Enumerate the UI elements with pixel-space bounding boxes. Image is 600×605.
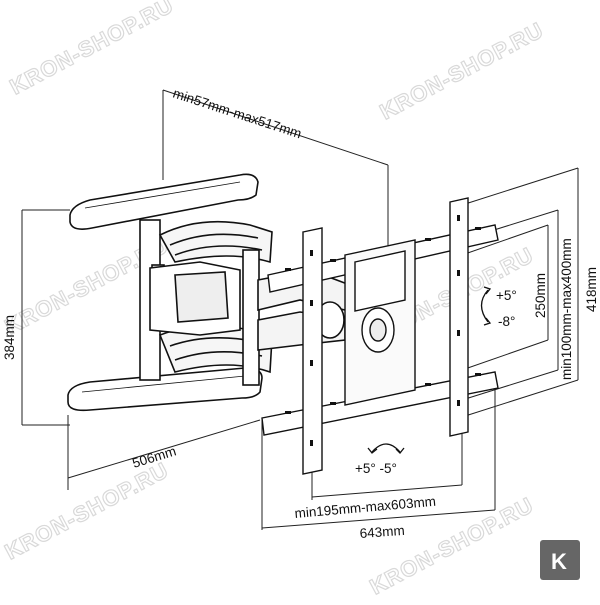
bar-hole (310, 360, 313, 366)
tilt-arrow-head (483, 317, 492, 326)
arm-width-dim-line (67, 419, 261, 479)
watermark-text: KRON-SHOP.RU (376, 17, 548, 124)
tv-plate-assembly (261, 197, 499, 475)
rail-holes (285, 215, 481, 446)
swivel-arrow-head (367, 447, 378, 454)
tilt-arrow-head (483, 286, 492, 295)
brand-badge-bg (540, 540, 580, 580)
extension-label: min57mm-max517mm (171, 86, 303, 142)
bottom-wall-rail (67, 367, 263, 412)
hinge-post (242, 249, 260, 386)
watermark-text: KRON-SHOP.RU (1, 457, 173, 564)
plate-top-ext (461, 167, 579, 206)
rail-hole (285, 411, 291, 414)
bar-hole (310, 250, 313, 256)
bottom-rail-edge (81, 375, 246, 393)
plate-bottom-ext (461, 379, 579, 418)
watermark-text: KRON-SHOP.RU (6, 0, 178, 99)
upper-arm-ridge (169, 233, 259, 246)
top-wall-rail (69, 173, 259, 230)
rail-hole (330, 402, 336, 405)
swivel-arrow-head (395, 447, 405, 454)
vesa-range-bottom-ext (461, 369, 559, 401)
center-bracket-face (174, 271, 229, 323)
rail-hole (475, 373, 481, 376)
vesa-vertical-range-label: min100mm-max400mm (559, 238, 574, 380)
vesa-horizontal-range-label: min195mm-max603mm (294, 494, 437, 521)
bar-hole (457, 270, 460, 276)
brand-badge: K (540, 540, 580, 580)
bar-hole (457, 215, 460, 221)
swivel-arc (371, 443, 401, 453)
vesa-top-ext (461, 224, 549, 256)
arm-height-label: 384mm (2, 315, 17, 360)
right-vertical-bar (449, 197, 469, 437)
plate-width-label: 643mm (359, 523, 405, 541)
plate-height-label: 418mm (584, 267, 599, 312)
left-vertical-bar (302, 227, 323, 475)
bar-hole (310, 300, 313, 306)
extension-dim-line (162, 89, 389, 166)
bar-hole (457, 400, 460, 406)
upper-arm-ridge (174, 245, 263, 256)
rail-hole (330, 259, 336, 262)
rail-hole (425, 238, 431, 241)
rail-hole (475, 227, 481, 230)
tilt-up-label: +5° (496, 288, 517, 303)
bar-hole (457, 330, 460, 336)
vesa-h-dim-line (311, 484, 463, 498)
tilt-down-label: -8° (498, 314, 515, 329)
vesa-bottom-ext (461, 339, 549, 371)
center-plate-window (354, 250, 406, 312)
top-rail-edge (84, 181, 241, 209)
rail-hole (285, 268, 291, 271)
dimension-lines (21, 89, 579, 530)
tilt-rotation-icon (480, 286, 492, 326)
swivel-rotation-icon (367, 443, 405, 454)
center-plate-knob-inner (369, 318, 387, 342)
swivel-label: +5° -5° (355, 461, 397, 476)
bar-hole (310, 440, 313, 446)
tilt-arc (480, 289, 489, 323)
vesa-vertical-label: 250mm (533, 273, 548, 318)
plate-w-dim-line (261, 509, 496, 529)
brand-badge-letter: K (551, 549, 567, 574)
rail-hole (425, 383, 431, 386)
